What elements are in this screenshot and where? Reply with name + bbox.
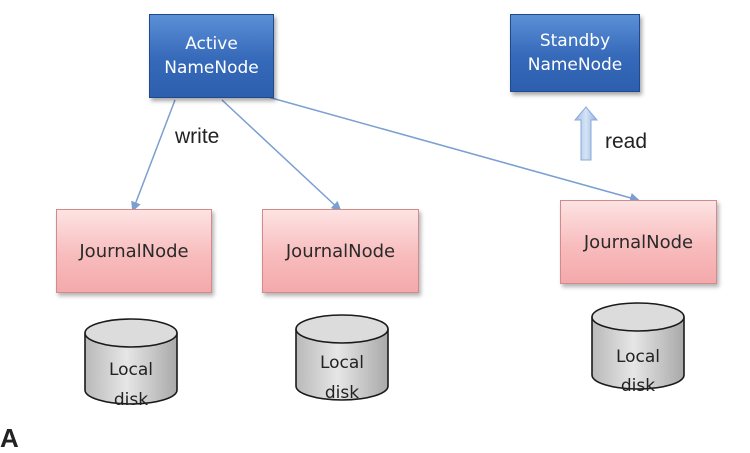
- standby-namenode-line2: NameNode: [527, 55, 623, 75]
- local-disk-3: Local disk: [591, 302, 685, 396]
- standby-namenode-line1: Standby: [539, 31, 611, 51]
- write-arrow-journal-3: [267, 96, 640, 203]
- journal-node-1: JournalNode: [56, 209, 212, 293]
- standby-namenode-box: Standby NameNode: [510, 14, 640, 92]
- write-arrow-journal-2: [221, 99, 342, 212]
- stray-glyph: A: [0, 423, 19, 453]
- local-disk-2: Local disk: [295, 314, 389, 403]
- journal-node-2: JournalNode: [262, 209, 419, 293]
- disk-1-label-line1: Local: [109, 360, 153, 380]
- active-namenode-line2: NameNode: [164, 58, 259, 78]
- active-namenode-line1: Active: [185, 34, 238, 54]
- active-namenode-box: Active NameNode: [149, 14, 274, 98]
- read-arrow-icon: [573, 106, 599, 161]
- disk-3-label-line2: disk: [621, 376, 655, 396]
- disk-2-label-line2: disk: [325, 383, 359, 403]
- disk-2-label-line1: Local: [320, 353, 364, 373]
- disk-1-label-line2: disk: [114, 390, 148, 410]
- disk-3-label-line1: Local: [616, 347, 660, 367]
- local-disk-1: Local disk: [84, 318, 178, 410]
- read-label: read: [605, 130, 648, 153]
- write-arrow-journal-1: [131, 99, 176, 212]
- journal-node-3: JournalNode: [560, 200, 717, 284]
- write-label: write: [175, 125, 220, 148]
